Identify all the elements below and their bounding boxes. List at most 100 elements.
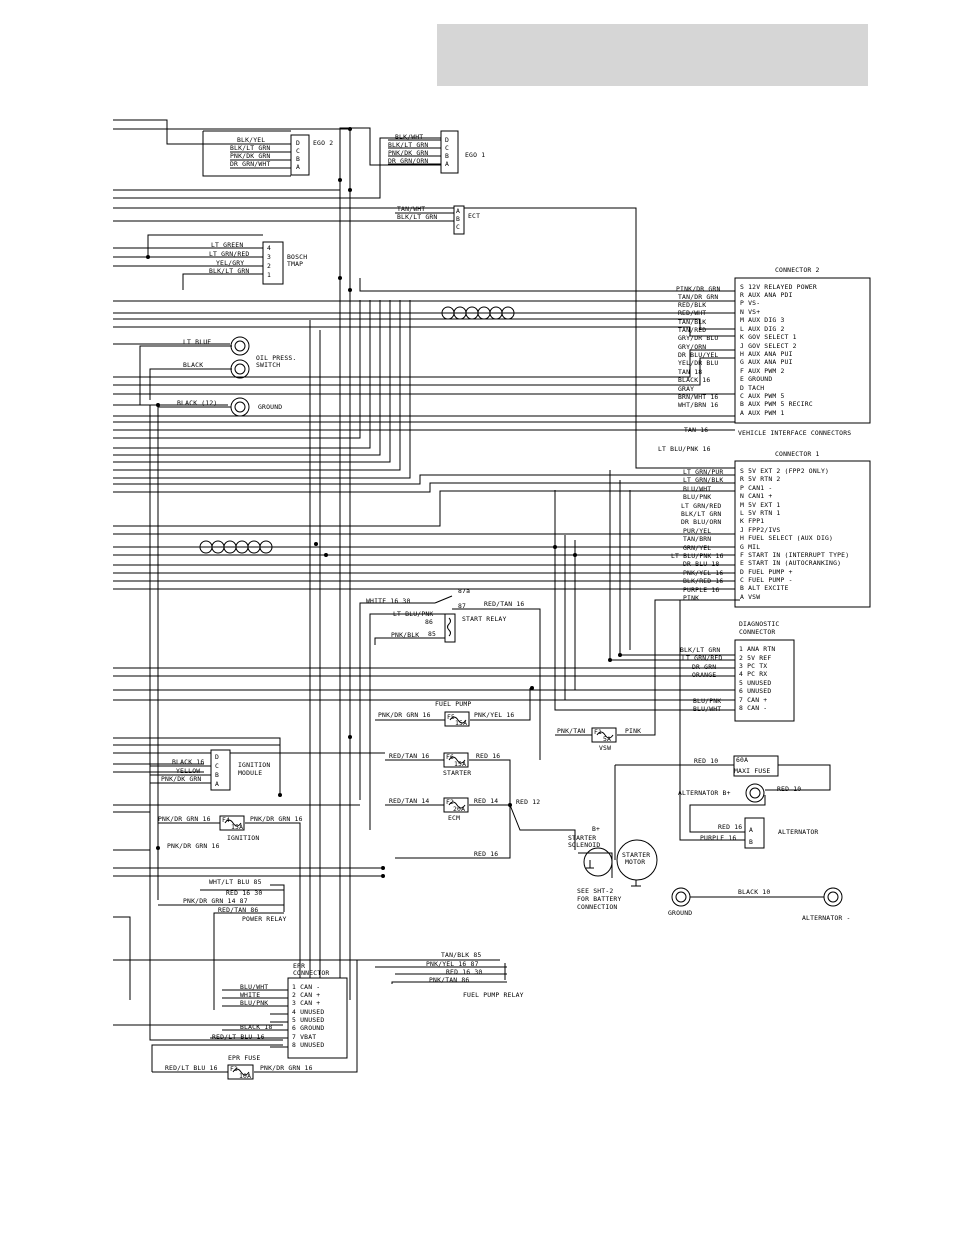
starter-fuse-id: F6 [446, 753, 454, 761]
ego1-connector: BLK/WHT BLK/LT GRN PNK/DK GRN DR GRN/ORN… [388, 130, 485, 174]
start-relay-white: WHITE 16 30 [366, 597, 411, 605]
connector2-pin-r: R AUX ANA PDI [740, 291, 793, 299]
alternator-red16: RED 16 [718, 823, 742, 831]
connector2-wire-12: BLACK 16 [678, 376, 710, 384]
fuel-pump-fuse-left: PNK/DR GRN 16 [378, 711, 431, 719]
pnkdrgrn16-label: PNK/DR GRN 16 [167, 842, 220, 850]
connector2-wire-2: TAN/DR GRN [678, 293, 718, 301]
header-box [437, 24, 868, 86]
ignition-module-pin-b: B [215, 771, 219, 779]
ect-wire-2: BLK/LT GRN [397, 213, 437, 221]
alternator-bplus: ALTERNATOR B+ [678, 789, 731, 797]
ecm-fuse-right: RED 14 [474, 797, 498, 805]
epr-wire-2: WHITE [240, 991, 260, 999]
connector2-wire-7: GRY/DR BLU [678, 334, 718, 342]
maxi-fuse: RED 10 60A MAXI FUSE [614, 755, 831, 860]
connector2-wire-6: TAN/RED [678, 326, 706, 334]
ect-label: ECT [468, 212, 480, 220]
vsw-fuse-amp: 5A [603, 735, 611, 743]
starter-motor-1: STARTER [622, 851, 650, 859]
connector1-wire-7: DR BLU/ORN [681, 518, 721, 526]
see-sheet-note: SEE SHT-2 FOR BATTERY CONNECTION [577, 887, 622, 911]
diagnostic-connector: DIAGNOSTIC CONNECTOR BLK/LT GRN LT GRN/R… [680, 620, 795, 722]
tan16-label: TAN 16 [684, 426, 708, 434]
connector1-pin-k: K FPP1 [740, 517, 764, 525]
ego2-wire-2: BLK/LT GRN [230, 144, 270, 152]
ignition-fuse-right: PNK/DR GRN 16 [250, 815, 303, 823]
start-relay-87a: 87a [458, 587, 470, 595]
connector1-pin-g: G MIL [740, 543, 760, 551]
ect-pin-a: A [456, 207, 460, 215]
connector2-wire-1: PINK/DR GRN [676, 285, 721, 293]
connector1-wire-11: LT BLU/PNK 16 [671, 552, 724, 560]
connector2-wire-8: GRY/ORN [678, 343, 706, 351]
see-sht-line-1: SEE SHT-2 [577, 887, 613, 895]
diagnostic-pin-6: 6 UNUSED [739, 687, 771, 695]
start-relay-label: START RELAY [462, 615, 507, 623]
connector1-wire-5: LT GRN/RED [681, 502, 721, 510]
power-relay-wire-4: RED/TAN 86 [218, 906, 258, 914]
alternator: ALTERNATOR B+ RED 10 RED 16 PURPLE 16 A … [678, 600, 818, 849]
vsw-fuse-label: VSW [599, 744, 611, 752]
start-relay-pnkblk: PNK/BLK [391, 631, 419, 639]
connector1-wire-8: PUR/YEL [683, 527, 711, 535]
twisted-pair-coil-2 [199, 540, 273, 554]
epr-pin-7: 7 VBAT [292, 1033, 316, 1041]
starter-fuse: RED/TAN 16 F6 15A RED 16 STARTER [385, 752, 511, 859]
diagnostic-pin-4: 4 PC RX [739, 670, 767, 678]
diagnostic-wire-2: LT GRN/RED [682, 654, 722, 662]
connector2-pin-j: J GOV SELECT 2 [740, 342, 797, 350]
ecm-fuse-amp: 20A [453, 805, 465, 813]
epr-fuse-right: PNK/DR GRN 16 [260, 1064, 313, 1072]
power-relay-wire-2: RED 16 30 [226, 889, 262, 897]
connector1-wire-9: TAN/BRN [683, 535, 711, 543]
connector-1: CONNECTOR 1 LT GRN/PUR LT GRN/BLK BLU/WH… [671, 450, 871, 608]
power-relay-label: POWER RELAY [242, 915, 287, 923]
start-relay-85: 85 [428, 630, 436, 638]
fuel-pump-relay: TAN/BLK 85 PNK/YEL 16 87 RED 16 30 PNK/T… [120, 951, 524, 999]
vsw-fuse: PNK/TAN F1 5A PINK VSW [555, 599, 740, 752]
see-sht-line-2: FOR BATTERY [577, 895, 622, 903]
ego2-pin-3: B [296, 155, 300, 163]
connector1-pin-n: N CAN1 + [740, 492, 772, 500]
starter-bplus: B+ [592, 825, 600, 833]
junction-dots [146, 127, 622, 878]
ignition-fuse-label: IGNITION [227, 834, 259, 842]
connector1-pin-r: R 5V RTN 2 [740, 475, 780, 483]
connector1-pin-b: B ALT EXCITE [740, 584, 789, 592]
twisted-pair-coil-1 [441, 306, 515, 320]
ignition-module-wire-2: YELLOW [176, 767, 200, 775]
epr-fuse-left: RED/LT BLU 16 [165, 1064, 218, 1072]
ignition-module-label-1: IGNITION [238, 761, 270, 769]
epr-fuse-title: EPR FUSE [228, 1054, 260, 1062]
connector2-pin-a: A AUX PWM 1 [740, 409, 785, 417]
ego1-pin-1: D [445, 136, 449, 144]
power-relay-wire-1: WHT/LT BLU 85 [209, 878, 262, 886]
ego1-wire-1: BLK/WHT [395, 133, 423, 141]
vsw-fuse-left: PNK/TAN [557, 727, 585, 735]
connector2-pin-b: B AUX PWM 5 RECIRC [740, 400, 813, 408]
ignition-module-pin-c: C [215, 762, 219, 770]
ect-pin-b: B [456, 215, 460, 223]
connector1-wire-15: PURPLE 16 [683, 586, 719, 594]
fuel-pump-fuse-right: PNK/YEL 16 [474, 711, 514, 719]
power-relay-wire-3: PNK/DR GRN 14 87 [183, 897, 248, 905]
ignition-module: BLACK 16 YELLOW PNK/DK GRN D C B A IGNIT… [150, 749, 270, 791]
connector2-pin-k: K GOV SELECT 1 [740, 333, 797, 341]
ecm-fuse-label: ECM [448, 814, 460, 822]
tmap-wire-2: LT GRN/RED [209, 250, 249, 258]
connector2-wire-14: BRN/WHT 16 [678, 393, 718, 401]
ground1-wire: BLACK (12) [177, 399, 217, 407]
diagnostic-wire-1: BLK/LT GRN [680, 646, 720, 654]
connector1-wire-1: LT GRN/PUR [683, 468, 723, 476]
connector2-wire-3: RED/BLK [678, 301, 706, 309]
starter-fuse-left: RED/TAN 16 [389, 752, 429, 760]
connector2-footer: VEHICLE INTERFACE CONNECTORS [738, 429, 851, 437]
ego2-connector: BLK/YEL BLK/LT GRN PNK/DK GRN DR GRN/WHT… [202, 130, 333, 177]
vsw-fuse-id: F1 [594, 728, 602, 736]
diagnostic-wire-8: BLU/WHT [693, 705, 721, 713]
ego1-wire-4: DR GRN/ORN [388, 157, 428, 165]
connector2-pin-p: P VS- [740, 299, 760, 307]
ego2-wire-3: PNK/DK GRN [230, 152, 270, 160]
